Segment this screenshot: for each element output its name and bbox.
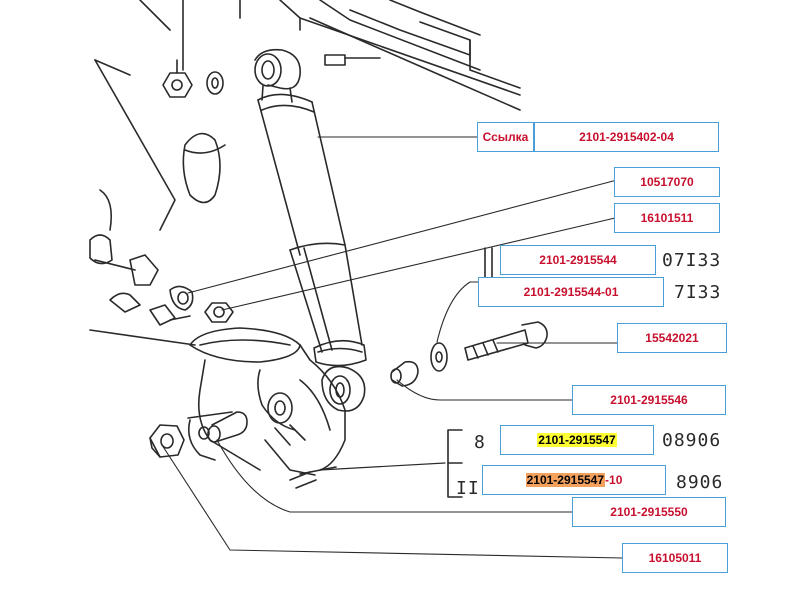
body-frame (239, 0, 521, 111)
part-label-2101-2915547-10[interactable]: 2101-2915547-10 (482, 465, 666, 495)
top-nut-washer (162, 0, 224, 98)
part-label-2101-2915546[interactable]: 2101-2915546 (572, 385, 726, 415)
part-label-2101-2915550[interactable]: 2101-2915550 (572, 497, 726, 527)
bottom-nut (149, 424, 185, 458)
part-label-10517070[interactable]: 10517070 (614, 167, 720, 197)
part-label-16105011[interactable]: 16105011 (622, 543, 728, 573)
bushing-parts (89, 189, 234, 326)
leader-lines (161, 136, 623, 559)
highlighted-part-number-base: 2101-2915547 (525, 473, 606, 487)
pin-sleeve (207, 411, 248, 443)
shock-absorber-body (254, 48, 367, 412)
part-label-15542021[interactable]: 15542021 (617, 323, 727, 353)
part-number-suffix: -10 (605, 473, 623, 487)
part-label-2101-2915544[interactable]: 2101-2915544 (500, 245, 656, 275)
part-label-2101-2915402-04[interactable]: 2101-2915402-04 (534, 122, 719, 152)
spring-lines (94, 0, 176, 231)
part-label-2101-2915547[interactable]: 2101-2915547 (500, 425, 654, 455)
lower-arm-bracket (89, 327, 346, 476)
variant-marker-II: II (456, 478, 480, 499)
dimension-lines (289, 462, 446, 489)
reference-prefix-label[interactable]: Ссылка (477, 122, 534, 152)
drawing-code-8906: 8906 (676, 472, 724, 493)
spacer-washer-bolt (390, 321, 548, 387)
part-label-16101511[interactable]: 16101511 (614, 203, 720, 233)
drawing-code-08906: 08906 (662, 430, 722, 451)
variant-marker-8: 8 (474, 432, 486, 453)
highlighted-part-number: 2101-2915547 (537, 433, 617, 447)
part-label-2101-2915544-01[interactable]: 2101-2915544-01 (478, 277, 664, 307)
drawing-code-7133: 7I33 (674, 282, 722, 303)
drawing-code-07133: 07I33 (662, 250, 722, 271)
rubber-buffer (182, 132, 226, 204)
